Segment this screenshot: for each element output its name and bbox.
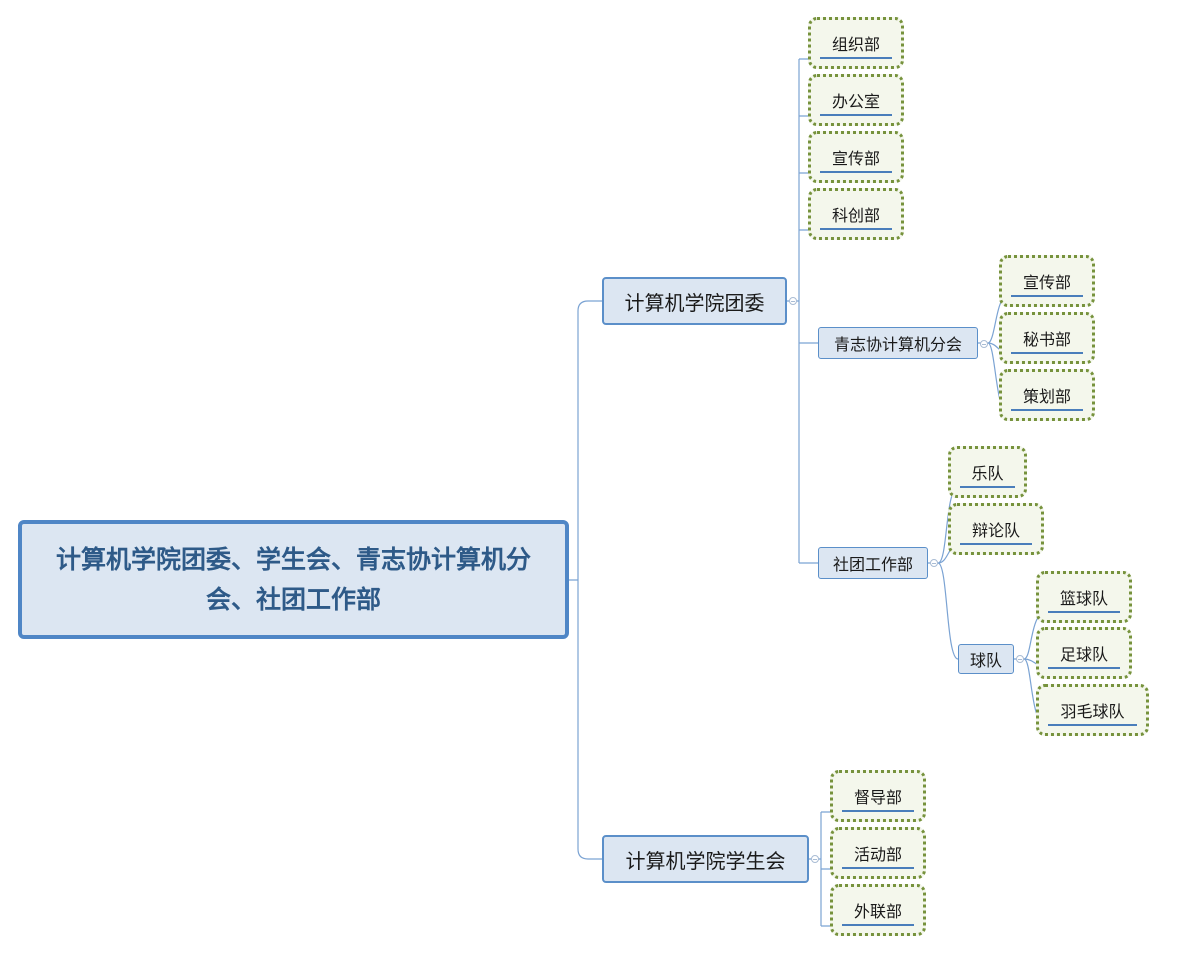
leaf-label: 辩论队 xyxy=(971,521,1020,540)
collapse-toggle-clubs-dept[interactable] xyxy=(930,559,938,567)
leaf-underline xyxy=(1011,409,1083,411)
topic-student-union-label: 计算机学院学生会 xyxy=(625,848,786,873)
connector-root xyxy=(569,300,602,860)
leaf-label: 足球队 xyxy=(1059,645,1108,664)
leaf-label: 外联部 xyxy=(853,902,902,921)
collapse-toggle-student-union[interactable] xyxy=(811,855,819,863)
topic-ball-teams[interactable]: 球队 xyxy=(958,644,1014,674)
leaf-underline xyxy=(842,867,914,869)
leaf-label: 篮球队 xyxy=(1059,589,1108,608)
leaf-label: 科创部 xyxy=(831,206,880,225)
leaf-underline xyxy=(820,171,892,173)
leaf-sci-innovation-dept[interactable]: 科创部 xyxy=(808,188,904,240)
topic-ball-teams-label: 球队 xyxy=(969,651,1002,670)
leaf-underline xyxy=(820,57,892,59)
leaf-band[interactable]: 乐队 xyxy=(948,446,1027,498)
leaf-label: 办公室 xyxy=(831,92,880,111)
leaf-org-dept[interactable]: 组织部 xyxy=(808,17,904,69)
topic-youth-league[interactable]: 计算机学院团委 xyxy=(602,277,787,325)
leaf-underline xyxy=(960,486,1015,488)
leaf-label: 活动部 xyxy=(853,845,902,864)
leaf-volunteer-publicity[interactable]: 宣传部 xyxy=(999,255,1095,307)
leaf-label: 乐队 xyxy=(971,464,1004,483)
leaf-volunteer-secretary[interactable]: 秘书部 xyxy=(999,312,1095,364)
leaf-label: 秘书部 xyxy=(1022,330,1071,349)
leaf-badminton-team[interactable]: 羽毛球队 xyxy=(1036,684,1149,736)
leaf-label: 组织部 xyxy=(831,35,880,54)
leaf-publicity-dept[interactable]: 宣传部 xyxy=(808,131,904,183)
leaf-external-relations-dept[interactable]: 外联部 xyxy=(830,884,926,936)
leaf-underline xyxy=(1011,352,1083,354)
topic-youth-league-label: 计算机学院团委 xyxy=(624,290,765,315)
leaf-football-team[interactable]: 足球队 xyxy=(1036,627,1132,679)
leaf-basketball-team[interactable]: 篮球队 xyxy=(1036,571,1132,623)
leaf-label: 羽毛球队 xyxy=(1060,702,1125,721)
topic-clubs-dept[interactable]: 社团工作部 xyxy=(818,547,928,579)
leaf-label: 策划部 xyxy=(1022,387,1071,406)
leaf-label: 督导部 xyxy=(853,788,902,807)
leaf-underline xyxy=(1011,295,1083,297)
leaf-volunteer-planning[interactable]: 策划部 xyxy=(999,369,1095,421)
collapse-toggle-volunteer-branch[interactable] xyxy=(980,340,988,348)
leaf-underline xyxy=(960,543,1032,545)
leaf-underline xyxy=(820,114,892,116)
leaf-office[interactable]: 办公室 xyxy=(808,74,904,126)
topic-volunteer-branch[interactable]: 青志协计算机分会 xyxy=(818,327,978,359)
leaf-underline xyxy=(820,228,892,230)
leaf-debate-team[interactable]: 辩论队 xyxy=(948,503,1044,555)
topic-student-union[interactable]: 计算机学院学生会 xyxy=(602,835,809,883)
leaf-underline xyxy=(842,924,914,926)
root-topic[interactable]: 计算机学院团委、学生会、青志协计算机分会、社团工作部 xyxy=(18,520,569,639)
root-topic-label: 计算机学院团委、学生会、青志协计算机分会、社团工作部 xyxy=(55,544,531,614)
topic-volunteer-branch-label: 青志协计算机分会 xyxy=(833,335,962,354)
collapse-toggle-youth-league[interactable] xyxy=(789,297,797,305)
leaf-underline xyxy=(1048,611,1120,613)
leaf-activities-dept[interactable]: 活动部 xyxy=(830,827,926,879)
leaf-supervision-dept[interactable]: 督导部 xyxy=(830,770,926,822)
leaf-label: 宣传部 xyxy=(1022,273,1071,292)
leaf-underline xyxy=(1048,724,1137,726)
leaf-underline xyxy=(1048,667,1120,669)
collapse-toggle-ball-teams[interactable] xyxy=(1016,655,1024,663)
leaf-underline xyxy=(842,810,914,812)
leaf-label: 宣传部 xyxy=(831,149,880,168)
topic-clubs-dept-label: 社团工作部 xyxy=(832,555,913,574)
